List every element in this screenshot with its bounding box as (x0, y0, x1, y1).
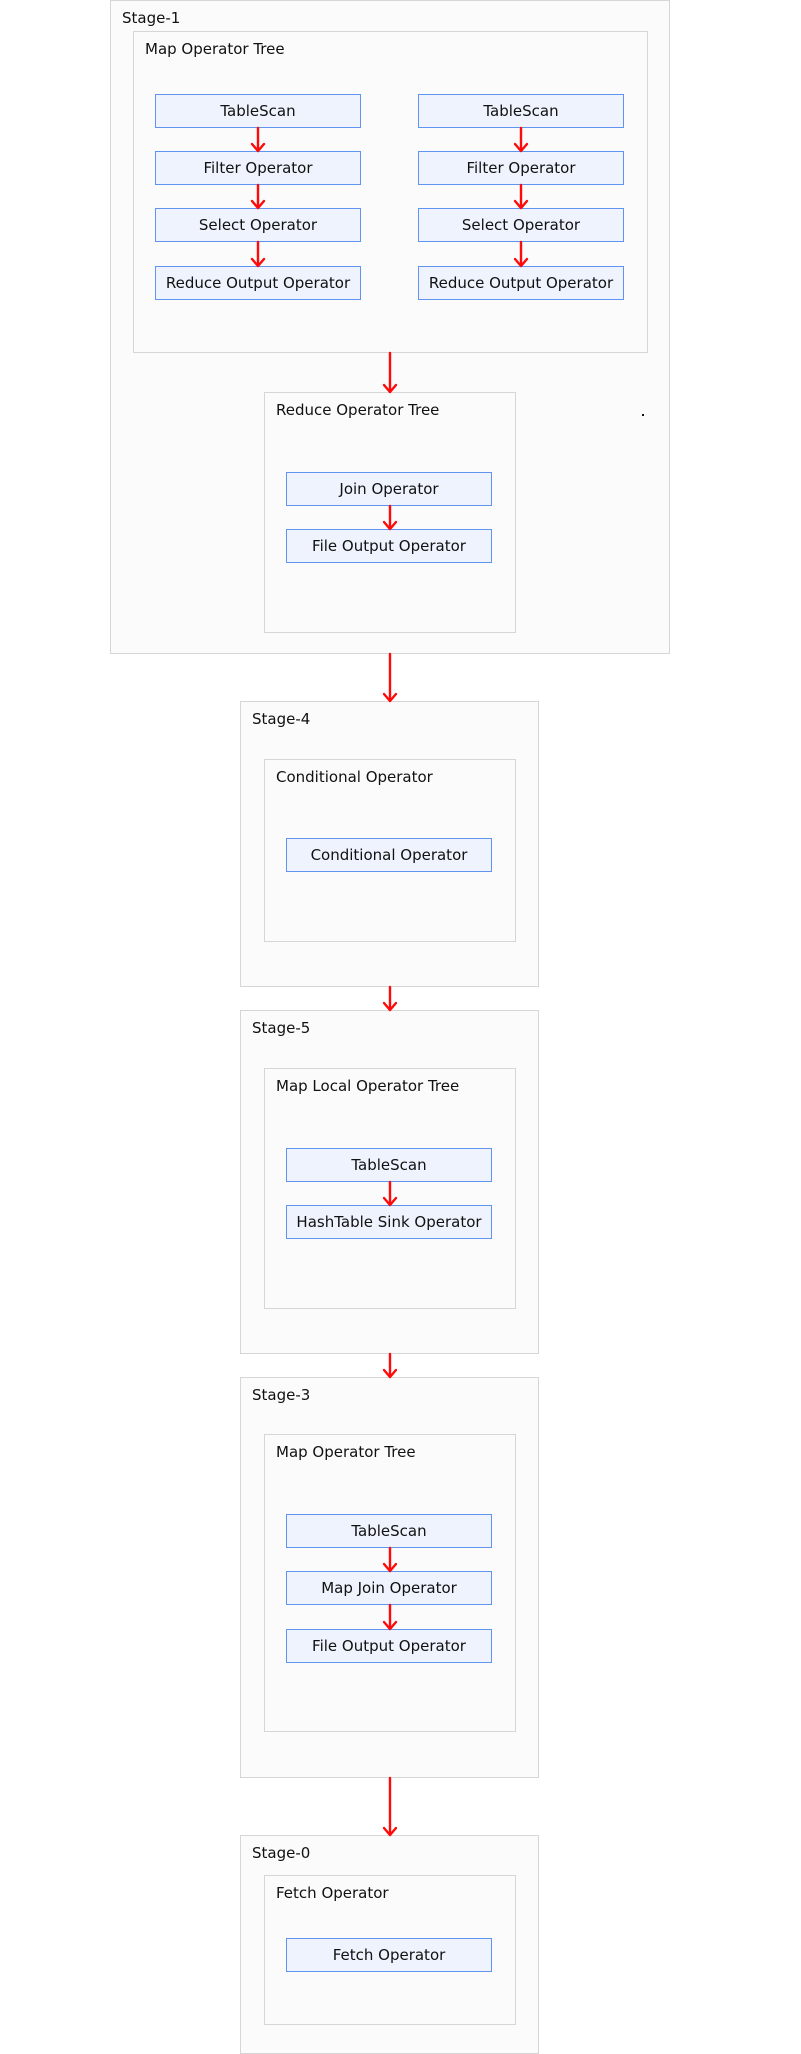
stage-1-map-operator-tree-box: Map Operator Tree (133, 31, 648, 353)
stage-1-reduce-operator-tree-box: Reduce Operator Tree (264, 392, 516, 633)
stage-1-left-tablescan-node[interactable]: TableScan (155, 94, 361, 128)
stage-5-map-local-operator-tree-box: Map Local Operator Tree (264, 1068, 516, 1309)
stage-1-right-filter-operator-node[interactable]: Filter Operator (418, 151, 624, 185)
stage-5-tablescan-node[interactable]: TableScan (286, 1148, 492, 1182)
stage-5-hashtable-sink-operator-node[interactable]: HashTable Sink Operator (286, 1205, 492, 1239)
stage-0-fetch-operator-title: Fetch Operator (276, 1884, 389, 1902)
stray-dot (642, 414, 644, 416)
stage-1-map-operator-tree-title: Map Operator Tree (145, 40, 285, 58)
stage-3-map-operator-tree-title: Map Operator Tree (276, 1443, 416, 1461)
stage-4-conditional-operator-node[interactable]: Conditional Operator (286, 838, 492, 872)
stage-1-right-tablescan-node[interactable]: TableScan (418, 94, 624, 128)
stage-3-map-join-operator-node[interactable]: Map Join Operator (286, 1571, 492, 1605)
stage-1-left-filter-operator-node[interactable]: Filter Operator (155, 151, 361, 185)
stage-4-conditional-operator-title: Conditional Operator (276, 768, 433, 786)
arrow-stage-4-to-stage-5 (382, 985, 398, 1012)
stage-5-map-local-operator-tree-title: Map Local Operator Tree (276, 1077, 460, 1095)
stage-1-reduce-operator-tree-title: Reduce Operator Tree (276, 401, 440, 419)
stage-1-file-output-operator-node[interactable]: File Output Operator (286, 529, 492, 563)
stage-0-fetch-operator-node[interactable]: Fetch Operator (286, 1938, 492, 1972)
arrow-stage-3-to-stage-0 (382, 1776, 398, 1837)
stage-4-title: Stage-4 (252, 710, 311, 728)
stage-1-left-select-operator-node[interactable]: Select Operator (155, 208, 361, 242)
stage-0-title: Stage-0 (252, 1844, 311, 1862)
arrow-stage-5-to-stage-3 (382, 1352, 398, 1379)
stage-1-right-select-operator-node[interactable]: Select Operator (418, 208, 624, 242)
stage-3-title: Stage-3 (252, 1386, 311, 1404)
stage-1-title: Stage-1 (122, 9, 181, 27)
stage-1-right-reduce-output-operator-node[interactable]: Reduce Output Operator (418, 266, 624, 300)
stage-3-tablescan-node[interactable]: TableScan (286, 1514, 492, 1548)
stage-1-left-reduce-output-operator-node[interactable]: Reduce Output Operator (155, 266, 361, 300)
stage-1-join-operator-node[interactable]: Join Operator (286, 472, 492, 506)
arrow-stage-1-to-stage-4 (382, 652, 398, 703)
stage-3-file-output-operator-node[interactable]: File Output Operator (286, 1629, 492, 1663)
stage-5-title: Stage-5 (252, 1019, 311, 1037)
